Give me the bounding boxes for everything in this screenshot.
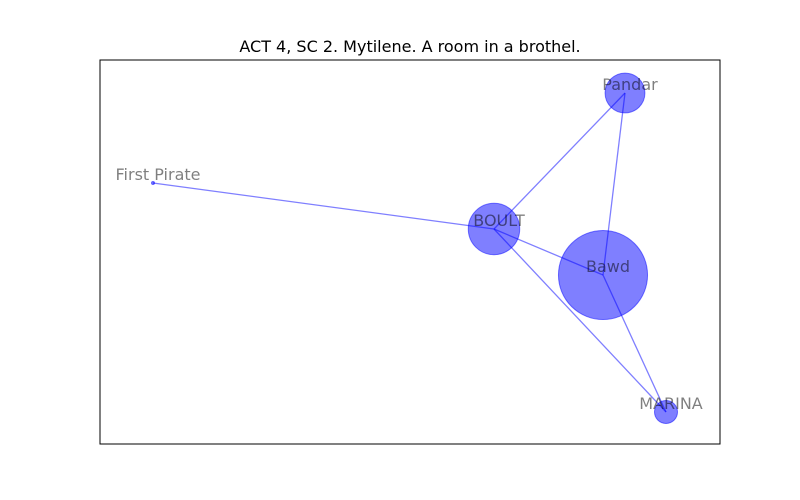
node-boult <box>467 202 521 256</box>
node-label-pandar: Pandar <box>602 75 658 94</box>
edge-boult-pandar <box>493 92 626 230</box>
chart-title: ACT 4, SC 2. Mytilene. A room in a broth… <box>239 37 580 56</box>
plot-frame <box>99 59 721 445</box>
node-marina <box>654 400 678 424</box>
edge-first-pirate-boult <box>152 182 495 230</box>
nodes-layer <box>151 72 678 424</box>
node-label-boult: BOULT <box>473 211 525 230</box>
node-label-first-pirate: First Pirate <box>116 165 201 184</box>
node-pandar <box>604 72 646 114</box>
node-label-marina: MARINA <box>639 394 703 413</box>
node-first-pirate <box>151 181 155 185</box>
edge-boult-marina <box>493 228 667 413</box>
node-label-bawd: Bawd <box>586 257 630 276</box>
node-bawd <box>557 229 649 321</box>
